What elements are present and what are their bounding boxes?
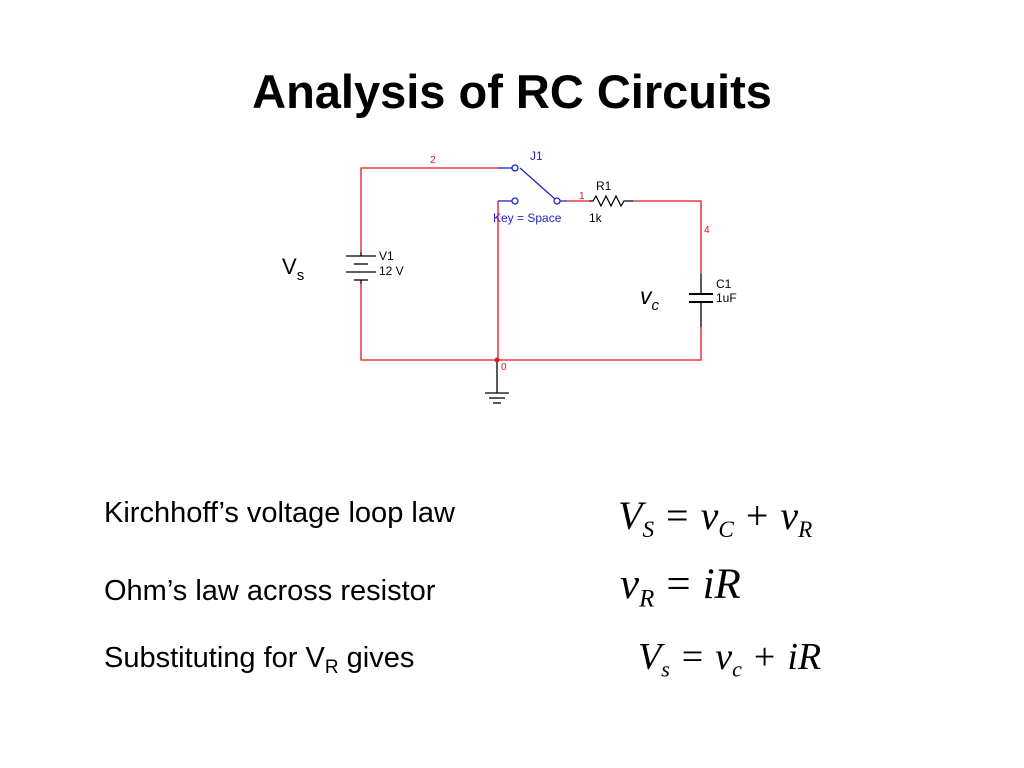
resistor-ref-label: R1 — [596, 179, 612, 193]
ohm-equals: = — [666, 561, 691, 608]
sub-lhs: V — [638, 636, 662, 678]
wire-node-4 — [633, 200, 702, 274]
switch-j1 — [498, 164, 567, 205]
source-ref-label: V1 — [379, 249, 394, 263]
kvl-term2-sub: R — [798, 517, 813, 544]
kvl-equals: = — [666, 493, 689, 538]
node-label-0: 0 — [501, 362, 507, 373]
capacitor-symbol-subscript: c — [652, 297, 660, 314]
kvl-term2: v — [780, 493, 799, 538]
kvl-term1-sub: C — [718, 517, 734, 544]
switch-key-label: Key = Space — [493, 211, 562, 225]
ohm-lhs-sub: R — [639, 585, 655, 613]
kvl-plus: + — [745, 493, 769, 538]
source-symbol-letter: V — [282, 254, 297, 279]
kvl-term1: v — [700, 493, 719, 538]
node-label-1: 1 — [579, 191, 585, 202]
substitution-equation: Vs = vc + iR — [638, 635, 821, 683]
rc-circuit-diagram: 2 1 4 0 J1 Key = Space R1 1k V1 12 V C1 … — [282, 149, 737, 404]
resistor-r1 — [589, 194, 633, 208]
source-value-label: 12 V — [379, 264, 404, 278]
substitution-label-post: gives — [338, 642, 415, 674]
source-voltage-symbol: Vs — [282, 254, 304, 284]
kvl-equation: VS=vC+vR — [618, 492, 812, 544]
capacitor-voltage-symbol: vc — [640, 283, 660, 314]
capacitor-symbol-letter: v — [640, 283, 653, 309]
node-label-4: 4 — [704, 225, 710, 236]
wire-node-2 — [360, 167, 498, 252]
ground-node-dot — [494, 357, 500, 363]
capacitor-value-label: 1uF — [716, 291, 737, 305]
sub-lhs-sub: s — [661, 656, 670, 682]
sub-plus: + — [753, 636, 776, 678]
ohm-lhs: v — [620, 561, 640, 608]
sub-term1-sub: c — [732, 656, 742, 682]
ohm-label: Ohm’s law across resistor — [104, 575, 436, 607]
sub-term1: v — [715, 636, 733, 678]
slide-title: Analysis of RC Circuits — [252, 65, 772, 118]
substitution-label-sub: R — [324, 657, 339, 678]
switch-ref-label: J1 — [530, 149, 543, 163]
source-symbol-subscript: s — [297, 267, 305, 284]
ground-symbol — [485, 360, 509, 404]
sub-equals: = — [681, 636, 704, 678]
capacitor-ref-label: C1 — [716, 277, 732, 291]
kvl-label: Kirchhoff’s voltage loop law — [104, 497, 455, 529]
ohm-rhs: iR — [702, 561, 741, 608]
ohm-equation: vR =iR — [620, 560, 741, 614]
capacitor-c1 — [689, 274, 713, 327]
substitution-label-pre: Substituting for V — [104, 642, 325, 674]
circuit-wires — [360, 167, 702, 361]
kvl-lhs-sub: S — [642, 517, 655, 544]
kvl-lhs: V — [618, 493, 643, 538]
node-label-2: 2 — [430, 155, 436, 166]
battery-v1 — [346, 252, 376, 284]
sub-term2: iR — [787, 636, 822, 678]
wire-bottom-rail — [360, 284, 702, 361]
resistor-value-label: 1k — [589, 211, 603, 225]
substitution-label: Substituting for VR gives — [104, 642, 414, 679]
